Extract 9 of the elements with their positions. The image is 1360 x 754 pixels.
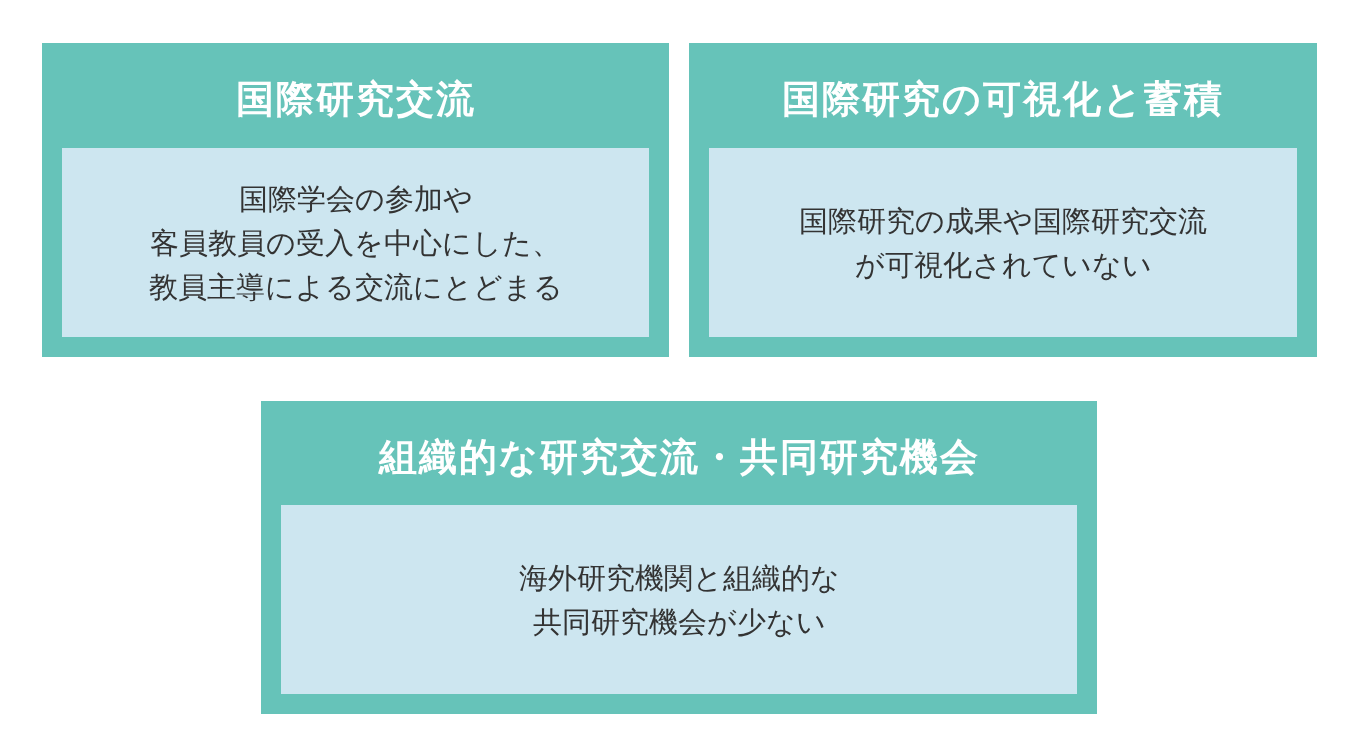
header-panel: [42, 43, 669, 357]
header-panel: [689, 43, 1317, 357]
heading-text: 国際研究交流: [234, 76, 477, 123]
text-box: 国際学会の参加や客員教員の受入を中心にした、教員主導による交流にとどまる: [62, 148, 649, 337]
heading-text: 組織的な研究交流・共同研究機会: [377, 434, 981, 481]
header-panel: [261, 401, 1097, 714]
text-box: 海外研究機関と組織的な共同研究機会が少ない: [281, 505, 1077, 694]
heading-text: 国際研究の可視化と蓄積: [781, 76, 1225, 123]
text-box: 国際研究の成果や国際研究交流が可視化されていない: [709, 148, 1297, 337]
